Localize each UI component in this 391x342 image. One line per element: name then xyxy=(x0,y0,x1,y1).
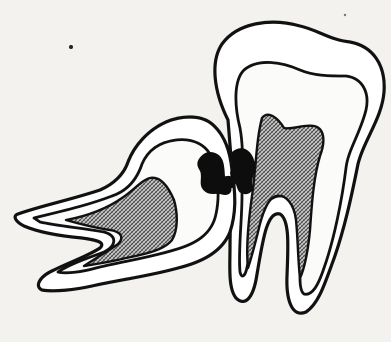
paper-speck xyxy=(344,14,346,16)
paper-speck xyxy=(69,45,73,49)
